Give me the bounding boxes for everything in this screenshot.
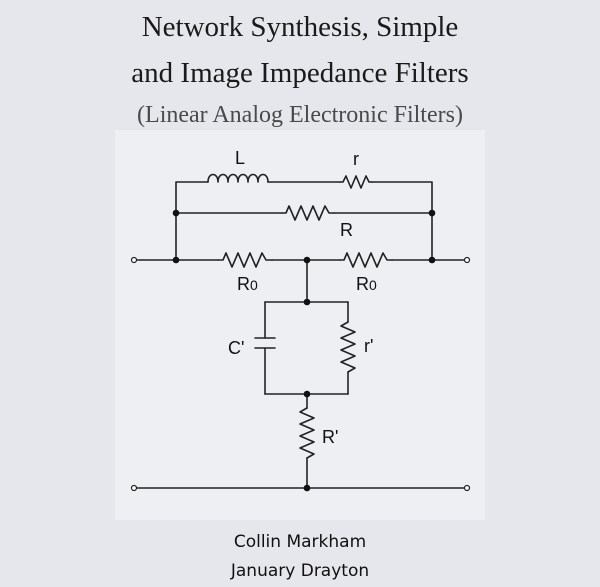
junction-dot bbox=[172, 256, 180, 264]
resistor-r bbox=[339, 175, 373, 189]
resistor-R0-left bbox=[217, 252, 273, 268]
label-R0-right-sub: 0 bbox=[369, 277, 377, 293]
junction-dot bbox=[303, 298, 311, 306]
junction-dot bbox=[303, 256, 311, 264]
junction-dot bbox=[303, 390, 311, 398]
book-subtitle: (Linear Analog Electronic Filters) bbox=[137, 102, 463, 128]
label-R0-left-main: R bbox=[237, 274, 250, 294]
book-title-line-2: and Image Impedance Filters bbox=[131, 57, 469, 89]
junction-dot bbox=[172, 209, 180, 217]
resistor-r-prime bbox=[340, 321, 356, 373]
inductor-L bbox=[207, 173, 269, 183]
label-R-prime: R' bbox=[322, 427, 338, 447]
label-R0-left-sub: 0 bbox=[250, 277, 258, 293]
book-title-line-1: Network Synthesis, Simple bbox=[141, 11, 459, 43]
label-R: R bbox=[340, 220, 353, 240]
label-R0-right: R0 bbox=[356, 274, 377, 294]
author-2: January Drayton bbox=[230, 561, 370, 581]
label-r: r bbox=[353, 149, 359, 169]
resistor-R bbox=[281, 205, 335, 221]
terminal-in-top bbox=[130, 256, 138, 264]
terminal-out-top bbox=[463, 256, 471, 264]
left-rail bbox=[175, 181, 209, 261]
label-R0-left: R0 bbox=[237, 274, 258, 294]
junction-dot bbox=[428, 256, 436, 264]
label-R0-right-main: R bbox=[356, 274, 369, 294]
author-1: Collin Markham bbox=[233, 532, 367, 552]
capacitor-C-prime bbox=[254, 337, 276, 349]
right-rail bbox=[371, 181, 433, 261]
label-r-prime: r' bbox=[364, 336, 373, 356]
junction-dot bbox=[428, 209, 436, 217]
resistor-R0-right bbox=[339, 252, 393, 268]
terminal-out-bottom bbox=[463, 484, 471, 492]
terminal-in-bottom bbox=[130, 484, 138, 492]
label-C-prime: C' bbox=[228, 338, 244, 358]
label-L: L bbox=[235, 148, 245, 168]
resistor-R-prime bbox=[299, 407, 315, 459]
junction-dot bbox=[303, 484, 311, 492]
